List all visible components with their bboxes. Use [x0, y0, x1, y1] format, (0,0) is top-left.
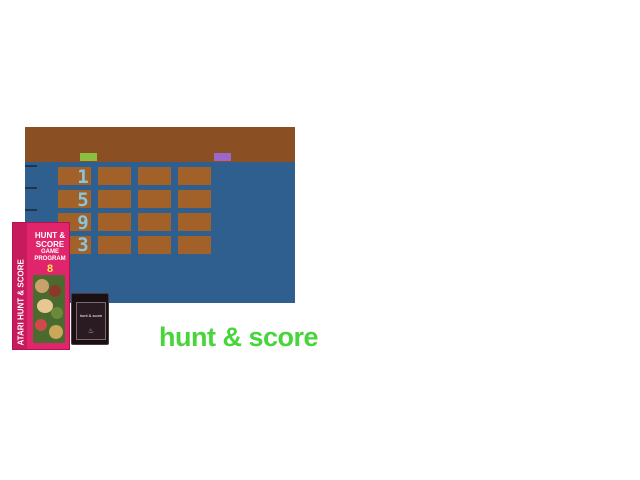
tile[interactable]	[98, 190, 131, 208]
box-spine: ATARI HUNT & SCORE	[13, 223, 27, 349]
tile[interactable]	[58, 190, 91, 208]
game-logo: hunt & score	[159, 322, 319, 352]
tile[interactable]	[98, 236, 131, 254]
box-spine-text: ATARI HUNT & SCORE	[16, 259, 26, 346]
cartridge-title: hunt & score	[79, 313, 103, 318]
top-band	[25, 127, 295, 162]
tile[interactable]	[178, 213, 211, 231]
tile-number: 3	[77, 234, 89, 256]
left-edge-mark	[25, 187, 37, 189]
tile[interactable]	[98, 213, 131, 231]
tile[interactable]	[178, 236, 211, 254]
box-game-count: 8	[46, 263, 54, 275]
player-two-marker	[214, 153, 231, 161]
cartridge-label: hunt & score ♨	[76, 302, 106, 340]
tile[interactable]	[178, 167, 211, 185]
box-title-line: GAME PROGRAM	[34, 249, 66, 262]
game-box: ATARI HUNT & SCORE HUNT & SCORE GAME PRO…	[12, 222, 70, 350]
box-artwork	[33, 275, 65, 343]
atari-logo-icon: ♨	[87, 328, 95, 335]
game-screen: 1 5 9 3	[25, 127, 295, 303]
box-title: HUNT & SCORE GAME PROGRAM 8	[31, 231, 69, 275]
tile[interactable]	[178, 190, 211, 208]
left-edge-mark	[25, 209, 37, 211]
tile[interactable]	[138, 190, 171, 208]
tile-number: 5	[77, 189, 89, 211]
tile-number: 9	[77, 212, 89, 234]
tile[interactable]	[138, 236, 171, 254]
tile-number: 1	[77, 166, 89, 188]
box-title-line: HUNT & SCORE	[34, 231, 66, 249]
tile[interactable]	[138, 167, 171, 185]
tile[interactable]	[138, 213, 171, 231]
player-one-marker	[80, 153, 97, 161]
left-edge-mark	[25, 165, 37, 167]
tile[interactable]	[58, 167, 91, 185]
game-cartridge: hunt & score ♨	[71, 293, 109, 345]
tile[interactable]	[98, 167, 131, 185]
